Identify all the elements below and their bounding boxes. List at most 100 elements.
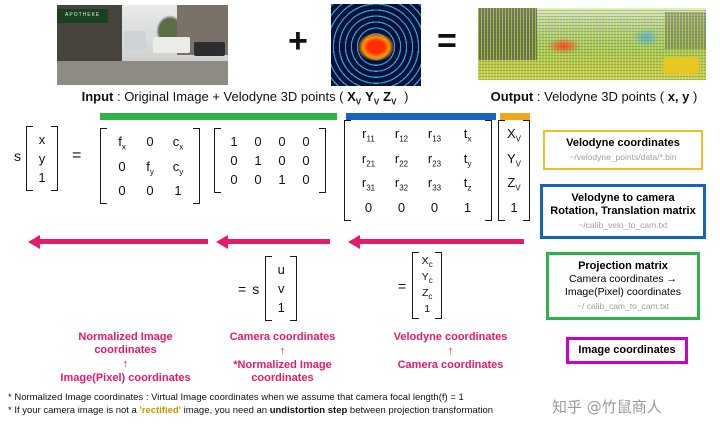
flow2-top: Camera coordinates [229,331,336,343]
var-xy: x, y [667,89,690,104]
main-equals: = [72,147,82,164]
matrix-row: Zc [419,287,435,303]
projection-box-line2: Image(Pixel) coordinates [564,286,682,298]
matrix-cell: tz [463,175,472,193]
matrix-cell: r31 [361,175,376,193]
input-close: ) [400,89,409,104]
matrix-cell: 0 [230,153,238,168]
matrix-cell: y [38,151,46,166]
velo2cam-path: ~/calib_velo_to_cam.txt [578,220,668,230]
dark-car [193,41,225,57]
matrix-cell: 1 [230,134,238,149]
var-yv: YV [365,89,380,107]
footnote-line1: * Normalized Image coordinates : Virtual… [8,392,464,403]
flow3-bottom: Camera coordinates [397,359,504,371]
var-xv: XV [347,89,362,107]
input-caption: Input : Original Image + Velodyne 3D poi… [40,89,450,107]
zhihu-watermark: 知乎 @竹鼠商人 [552,398,662,416]
matrix-cell: YV [506,150,521,169]
input-street-photo: APOTHEKE [57,5,228,85]
matrix-cell: 1 [278,172,286,187]
yellow-car [662,56,700,75]
road [57,61,228,85]
footnote-line2: * If your camera image is not a 'rectifi… [8,404,494,416]
image-coords-title: Image coordinates [578,344,676,356]
velodyne-pointcloud-image [331,4,421,86]
velo2cam-title-line1: Velodyne to camera [571,192,675,204]
matrix-cell: tx [463,126,472,144]
matrix-cell: 1 [254,153,262,168]
matrix-row: u [273,260,289,279]
projection-box-title: Projection matrix [578,260,668,272]
matrix-row: 1 [419,303,435,316]
velodyne-coordinates-box: Velodyne coordinates ~/velodyne_points/d… [543,130,703,170]
matrix-cell: 0 [278,134,286,149]
awning-text: APOTHEKE [65,12,101,18]
projection-matrix-bar [100,113,337,120]
matrix-cell: 0 [146,183,154,199]
velodyne-vector-bar [500,113,530,120]
matrix-cell: 0 [278,153,286,168]
matrix-cell: cy [172,158,184,177]
matrix-row: Yc [419,271,435,287]
arrow-pixel-from-normalized [28,234,208,249]
matrix-cell: 0 [302,172,310,187]
matrix-cell: 0 [364,199,373,215]
blue-depth-patch [633,28,661,47]
flow1-top: Normalized Image coordinates [78,331,173,356]
equals-operator: = [437,22,457,60]
matrix-cell: r21 [361,150,376,169]
matrix-cell: 1 [424,303,431,316]
flow-label-pixel: Normalized Image coordinates ↑ Image(Pix… [58,331,193,385]
output-projected-photo [478,8,706,80]
matrix-cell: Yc [421,271,433,286]
rotation-matrix-bar [346,113,496,120]
matrix-cell: r23 [427,150,442,169]
arrow-camera-from-velodyne [348,234,524,249]
matrix-row: 1 [273,298,289,317]
matrix-cell: 0 [302,134,310,149]
matrix-row: YV [506,149,522,174]
matrix-row: 1 [34,168,50,187]
matrix-row: 1 0 0 0 [222,132,318,151]
matrix-cell: r13 [427,126,442,144]
input-sep: : [113,89,125,104]
matrix-row: ZV [506,173,522,198]
projection-box-path: ~/ calib_cam_to_cam.txt [577,301,669,311]
lidar-core [358,32,394,61]
matrix-row: x [34,130,50,149]
matrix-cell: 1 [463,199,472,215]
matrix-cell: cx [172,134,184,152]
footnotes: * Normalized Image coordinates : Virtual… [8,392,493,417]
flow-label-velodyne: Velodyne coordinates ↑ Camera coordinate… [383,331,518,372]
velo2cam-title-line2: Rotation, Translation matrix [550,205,696,217]
matrix-cell: 0 [302,153,310,168]
matrix-row: v [273,279,289,298]
matrix-row: 1 [506,198,522,217]
flow3-top: Velodyne coordinates [393,331,508,343]
matrix-cell: r12 [394,126,409,144]
projection-matrix-box: Projection matrix Camera coordinates → I… [546,252,700,320]
matrix-cell: Zc [421,287,433,302]
up-arrow-icon: ↑ [279,345,286,357]
scale-factor-s: s [14,148,21,164]
matrix-cell: u [277,262,285,277]
matrix-cell: 0 [254,134,262,149]
matrix-cell: fy [146,158,154,177]
matrix-cell: 0 [430,199,439,215]
velodyne-box-title: Velodyne coordinates [566,137,680,149]
image-coordinates-box: Image coordinates [566,337,688,364]
matrix-cell: r22 [394,150,409,169]
var-zv: ZV [383,89,397,107]
matrix-cell: 1 [277,300,285,315]
